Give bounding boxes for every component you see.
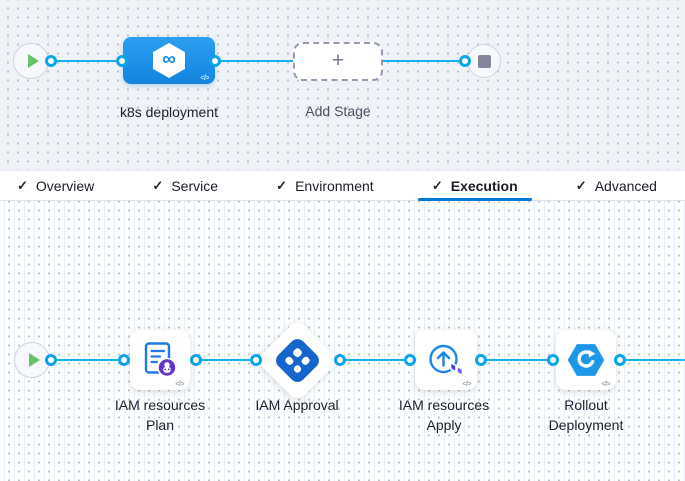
connector-dot bbox=[209, 55, 221, 67]
check-icon: ✓ bbox=[575, 177, 587, 193]
check-icon: ✓ bbox=[431, 177, 443, 193]
execution-start-node[interactable] bbox=[14, 342, 50, 378]
tab-environment[interactable]: ✓ Environment bbox=[274, 171, 376, 200]
connector-dot bbox=[190, 354, 202, 366]
terraform-apply-icon bbox=[429, 344, 464, 377]
connector-dot bbox=[118, 354, 130, 366]
stop-icon bbox=[477, 54, 491, 68]
play-icon bbox=[27, 54, 39, 68]
terraform-plan-icon bbox=[144, 342, 177, 378]
tab-execution[interactable]: ✓ Execution bbox=[417, 171, 532, 201]
execution-canvas: </> </> bbox=[0, 201, 685, 481]
add-stage-button[interactable]: + bbox=[293, 42, 383, 81]
add-stage-label: Add Stage bbox=[305, 103, 371, 119]
check-icon: ✓ bbox=[17, 177, 28, 193]
tab-label: Overview bbox=[35, 177, 95, 194]
tab-service[interactable]: ✓ Service bbox=[150, 171, 220, 200]
play-icon bbox=[28, 353, 40, 367]
connector-dot bbox=[116, 55, 128, 67]
connector-dot bbox=[45, 354, 57, 366]
connector-line bbox=[51, 60, 465, 62]
infinity-icon: ∞ bbox=[162, 48, 176, 70]
tab-label: Environment bbox=[295, 177, 374, 194]
tab-advanced[interactable]: ✓ Advanced bbox=[574, 171, 659, 200]
stage-config-tabs: ✓ Overview ✓ Service ✓ Environment ✓ Exe… bbox=[0, 170, 685, 201]
stage-node-k8s-deployment[interactable]: ∞ </> bbox=[123, 37, 215, 84]
code-icon: </> bbox=[462, 381, 471, 388]
plus-icon: + bbox=[331, 48, 345, 72]
tab-label: Advanced bbox=[594, 177, 657, 194]
pipeline-start-node[interactable] bbox=[13, 43, 49, 79]
check-icon: ✓ bbox=[276, 177, 288, 193]
stage-label: k8s deployment bbox=[119, 104, 219, 120]
stage-canvas: ∞ </> + k8s deployment Add Stage bbox=[0, 0, 685, 170]
deploy-stage-icon: ∞ bbox=[153, 43, 185, 78]
step-node-iam-approval[interactable] bbox=[255, 318, 340, 403]
code-icon: </> bbox=[175, 381, 184, 388]
tab-label: Execution bbox=[450, 177, 518, 194]
connector-dot bbox=[334, 354, 346, 366]
step-node-iam-resources-plan[interactable]: </> bbox=[130, 330, 190, 390]
connector-dot bbox=[475, 354, 487, 366]
connector-dot bbox=[250, 354, 262, 366]
step-label: IAM resources Apply bbox=[398, 397, 490, 433]
approval-icon bbox=[272, 335, 323, 386]
connector-dot bbox=[547, 354, 559, 366]
pipeline-end-node[interactable] bbox=[467, 44, 501, 78]
code-icon: </> bbox=[601, 381, 610, 388]
connector-dot bbox=[45, 55, 57, 67]
connector-dot bbox=[614, 354, 626, 366]
tab-overview[interactable]: ✓ Overview bbox=[15, 171, 96, 200]
step-label: IAM Approval bbox=[255, 397, 339, 413]
step-node-rollout-deployment[interactable]: </> bbox=[556, 330, 616, 390]
connector-dot bbox=[404, 354, 416, 366]
step-label: Rollout Deployment bbox=[548, 397, 624, 433]
tab-label: Service bbox=[171, 177, 219, 194]
connector-line bbox=[51, 359, 685, 361]
check-icon: ✓ bbox=[152, 177, 164, 193]
step-node-iam-resources-apply[interactable]: </> bbox=[415, 330, 477, 390]
code-icon: </> bbox=[200, 75, 209, 82]
step-label: IAM resources Plan bbox=[114, 397, 206, 433]
rolling-deploy-icon bbox=[567, 344, 605, 376]
connector-dot bbox=[459, 55, 471, 67]
